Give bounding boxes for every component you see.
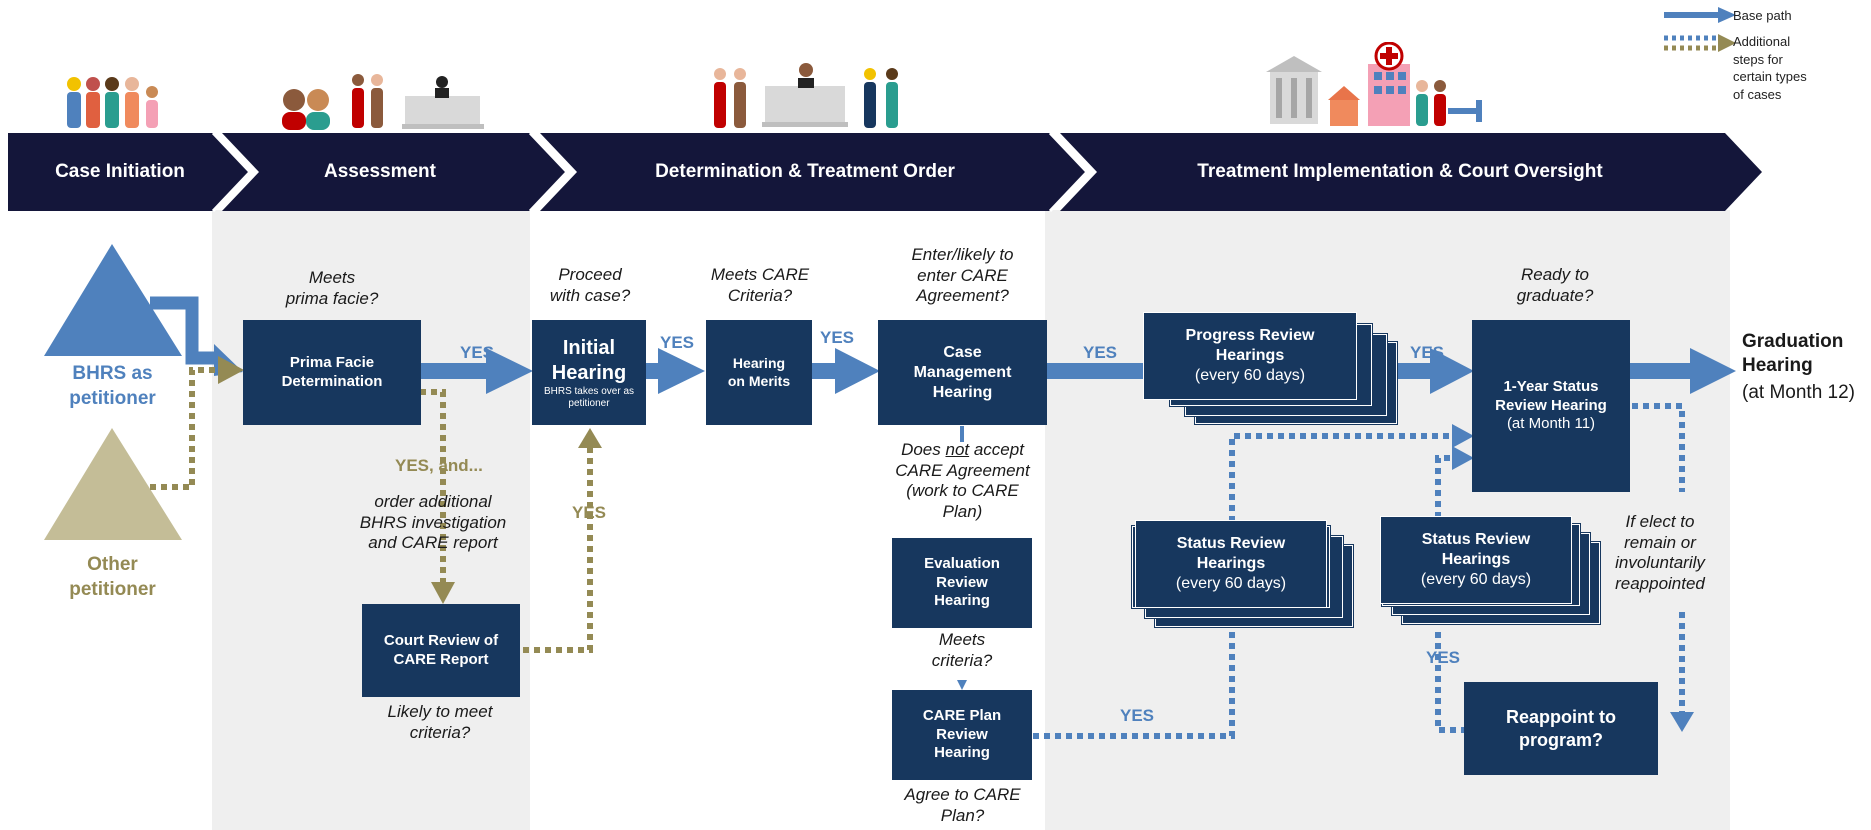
- care-plan-review-box: CARE Plan Review Hearing: [892, 690, 1032, 780]
- yes-label-gold: YES: [572, 503, 607, 522]
- progress-review-sub: (every 60 days): [1194, 367, 1306, 384]
- yes-label-1: YES: [460, 343, 495, 362]
- q-ready: Ready to graduate?: [1516, 265, 1594, 305]
- status1-title: Status Review Hearings: [1176, 535, 1286, 572]
- initial-hearing-title: Initial Hearing: [551, 336, 627, 384]
- stage-bar: [8, 133, 1762, 213]
- one-year-status-title: 1-Year Status Review Hearing: [1495, 377, 1607, 414]
- other-petitioner-label: Other petitioner: [69, 554, 156, 600]
- q-care-criteria: Meets CARE Criteria?: [710, 265, 810, 305]
- q-not-accept-pre: Does: [901, 440, 946, 459]
- q-agreement: Enter/likely to enter CARE Agreement?: [911, 245, 1014, 306]
- yes-label-2: YES: [660, 333, 695, 352]
- status1-sub: (every 60 days): [1175, 575, 1287, 592]
- one-year-status-sub: (at Month 11): [1506, 415, 1596, 433]
- yes-label-3: YES: [820, 328, 855, 347]
- stage-treatment: Treatment Implementation & Court Oversig…: [1197, 161, 1603, 182]
- stage-determination: Determination & Treatment Order: [655, 161, 955, 182]
- court-review-box: Court Review of CARE Report: [362, 604, 520, 697]
- q-not-accept-em: not: [945, 440, 970, 459]
- status-review-box-2: Status Review Hearings (every 60 days): [1380, 516, 1572, 604]
- stage-assessment: Assessment: [324, 161, 436, 182]
- determination-people-icon: [714, 63, 898, 128]
- q-if-elect: If elect to remain or involuntarily reap…: [1615, 512, 1705, 594]
- prima-facie-box: Prima Facie Determination: [243, 320, 421, 425]
- q-likely-meet: Likely to meet criteria?: [387, 702, 493, 742]
- hearing-on-merits-box: Hearing on Merits: [706, 320, 812, 425]
- graduation-title: Graduation Hearing: [1742, 331, 1844, 376]
- assessment-people-icon: [282, 74, 484, 130]
- yes-label-5: YES: [1410, 343, 1445, 362]
- progress-review-box: Progress Review Hearings (every 60 days): [1143, 312, 1357, 400]
- status-review-box-1: Status Review Hearings (every 60 days): [1135, 520, 1327, 608]
- q-prima-facie: Meets prima facie?: [285, 268, 379, 308]
- yes-label-6: YES: [1120, 706, 1155, 725]
- case-management-box: Case Management Hearing: [878, 320, 1047, 425]
- status2-title: Status Review Hearings: [1421, 531, 1531, 568]
- status2-sub: (every 60 days): [1420, 571, 1532, 588]
- q-meets-criteria: Meets criteria?: [931, 630, 993, 670]
- graduation-sub: (at Month 12): [1742, 382, 1855, 403]
- legend-graphic: [1664, 7, 1736, 52]
- legend-additional: Additional steps for certain types of ca…: [1733, 34, 1807, 102]
- bhrs-petitioner-label: BHRS as petitioner: [69, 363, 156, 409]
- assessment-band: [212, 210, 530, 830]
- reappoint-box: Reappoint to program?: [1464, 682, 1658, 775]
- legend-base-path: Base path: [1733, 8, 1792, 23]
- treatment-buildings-icon: [1266, 42, 1482, 126]
- one-year-status-box: 1-Year Status Review Hearing (at Month 1…: [1472, 320, 1630, 492]
- q-proceed: Proceed with case?: [549, 265, 631, 305]
- q-not-accept-post: accept CARE Agreement (work to CARE Plan…: [895, 440, 1030, 522]
- initial-hearing-sub: BHRS takes over as petitioner: [543, 385, 635, 409]
- petitioner-triangles: [44, 244, 182, 540]
- q-agree-plan: Agree to CARE Plan?: [904, 785, 1021, 825]
- people-group-icon: [67, 77, 158, 128]
- q-order-additional: order additional BHRS investigation and …: [359, 492, 507, 553]
- stage-case-initiation: Case Initiation: [55, 161, 185, 182]
- yes-label-4: YES: [1083, 343, 1118, 362]
- progress-review-title: Progress Review Hearings: [1185, 327, 1315, 364]
- yes-label-7: YES: [1426, 648, 1461, 667]
- q-not-accept: Does not accept CARE Agreement (work to …: [875, 440, 1050, 523]
- yes-and-label: YES, and...: [395, 456, 483, 475]
- evaluation-review-box: Evaluation Review Hearing: [892, 538, 1032, 628]
- initial-hearing-box: Initial Hearing BHRS takes over as petit…: [532, 320, 646, 425]
